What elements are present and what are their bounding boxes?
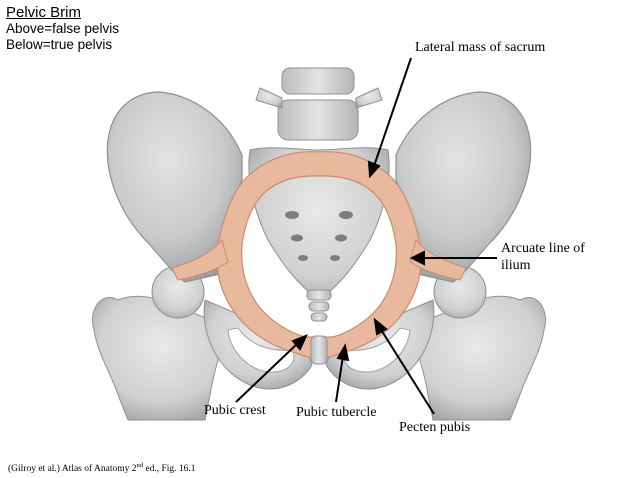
sacral-foramina xyxy=(285,211,353,261)
citation-text-end: ed., Fig. 16.1 xyxy=(143,464,196,475)
leader-lines xyxy=(235,57,497,415)
slide-title: Pelvic Brim xyxy=(6,4,82,21)
heading-line-false-pelvis: Above=false pelvis xyxy=(6,21,119,36)
obturator-foramen-right xyxy=(343,327,411,373)
pubic-symphysis xyxy=(310,335,328,365)
label-lateral-mass-of-sacrum: Lateral mass of sacrum xyxy=(415,40,546,55)
femur-right xyxy=(407,265,546,421)
heading-line-true-pelvis: Below=true pelvis xyxy=(6,37,113,52)
lumbar-vertebra xyxy=(255,67,383,141)
obturator-foramen-left xyxy=(227,327,295,373)
label-arcuate-line-line2: ilium xyxy=(501,258,531,273)
slide-heading: Pelvic Brim Above=false pelvis Below=tru… xyxy=(6,4,119,53)
sacrum xyxy=(248,147,390,301)
arcuate-line-left xyxy=(171,238,229,281)
figure-citation: (Gilroy et al.) Atlas of Anatomy 2nd ed.… xyxy=(8,462,196,474)
femur-left xyxy=(92,265,231,421)
citation-text: (Gilroy et al.) Atlas of Anatomy 2 xyxy=(8,464,137,475)
label-arcuate-line-line1: Arcuate line of xyxy=(501,241,585,256)
arcuate-line-right xyxy=(409,238,467,281)
citation-superscript: nd xyxy=(136,462,144,469)
label-pubic-crest: Pubic crest xyxy=(204,403,266,418)
label-pecten-pubis: Pecten pubis xyxy=(399,420,471,435)
label-pubic-tubercle: Pubic tubercle xyxy=(296,405,377,420)
coccyx xyxy=(306,289,332,322)
